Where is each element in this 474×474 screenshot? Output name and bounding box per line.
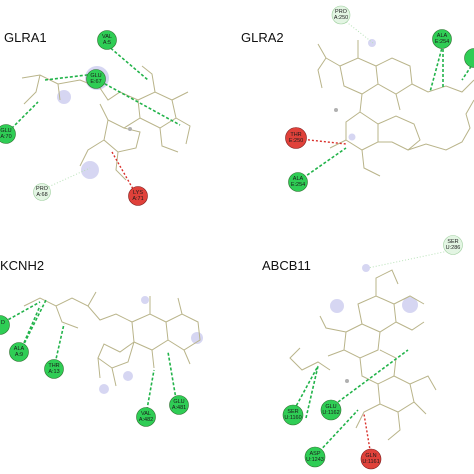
panel-title-abcb11: ABCB11 <box>262 258 311 273</box>
panel-title-glra1: GLRA1 <box>4 30 47 45</box>
hydrogen-bond <box>315 409 359 456</box>
hydrogen-bond <box>329 349 409 409</box>
vdw-contact <box>343 19 374 44</box>
hydrogen-bond <box>44 73 96 81</box>
hydrophobic-halo <box>123 371 133 381</box>
ligand-structure <box>21 65 191 181</box>
hydrophobic-halo <box>191 332 203 344</box>
hydrogen-bond <box>19 305 41 353</box>
hydrogen-bond <box>7 101 39 133</box>
hydrogen-bond <box>293 365 319 411</box>
hydrogen-bond <box>429 43 444 93</box>
hydrophobic-halo <box>141 296 149 304</box>
hydrogen-bond <box>106 44 149 81</box>
hydrogen-bond <box>302 147 347 179</box>
vdw-contact <box>45 167 91 189</box>
ligand-structure <box>317 39 474 177</box>
panel-title-glra2: GLRA2 <box>241 30 284 45</box>
residue-partial-right <box>464 48 474 68</box>
hydrophobic-halo <box>99 384 109 394</box>
hydrophobic-halo <box>402 297 418 313</box>
unfavorable-contact <box>111 151 138 197</box>
hydrophobic-halo <box>57 90 71 104</box>
hydrogen-bond <box>167 351 178 406</box>
svg-text:D: D <box>1 320 5 326</box>
hydrophobic-halo <box>348 133 356 141</box>
hydrogen-bond <box>461 61 474 81</box>
hydrophobic-halo <box>362 264 370 272</box>
ligand-structure <box>23 291 203 394</box>
hydrophobic-halo <box>368 39 376 47</box>
residue-partial-left: D <box>0 315 10 335</box>
hydrophobic-halo <box>81 161 99 179</box>
vdw-contact <box>367 249 454 269</box>
unfavorable-contact <box>363 413 372 457</box>
hydrophobic-halo <box>330 299 344 313</box>
panel-title-kcnh2: KCNH2 <box>0 258 44 273</box>
hydrogen-bond <box>3 301 41 323</box>
hydrogen-bond <box>305 365 319 419</box>
hydrogen-bond <box>95 78 181 126</box>
ligand-structure <box>289 264 437 441</box>
